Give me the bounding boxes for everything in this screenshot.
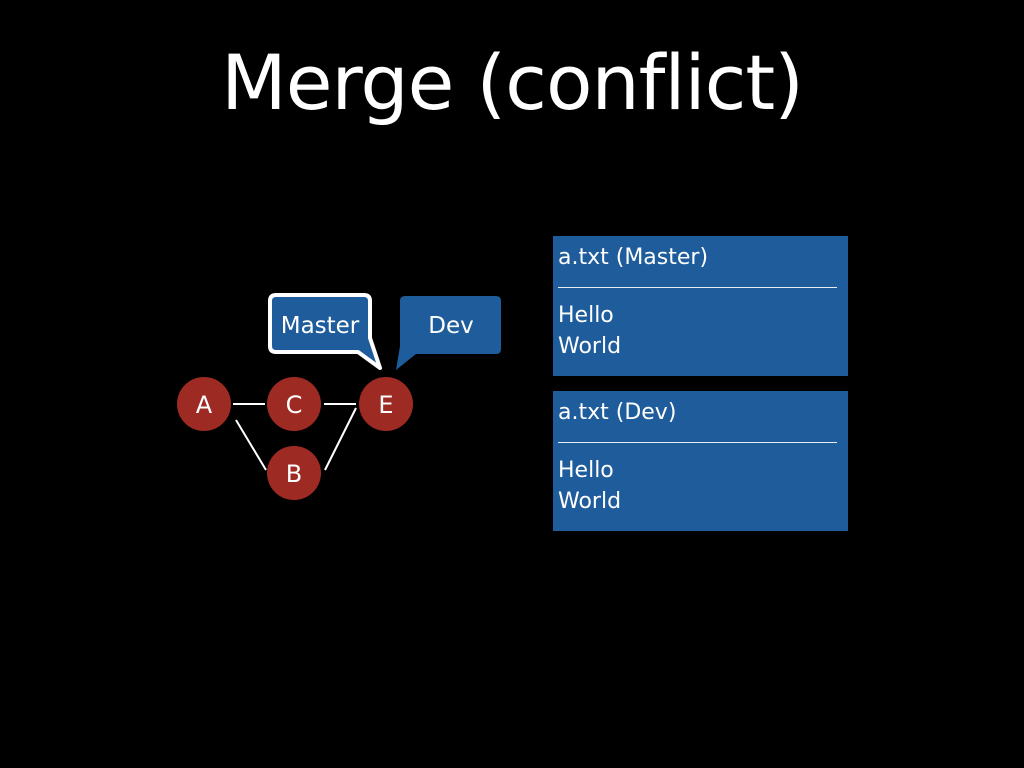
- commit-label-e: E: [378, 391, 393, 419]
- file-line: World: [558, 489, 622, 514]
- commit-label-a: A: [196, 391, 213, 419]
- commit-node-c[interactable]: C: [267, 377, 321, 431]
- file-header-dev: a.txt (Dev): [558, 400, 677, 425]
- file-line: Hello: [558, 303, 614, 328]
- commit-node-a[interactable]: A: [177, 377, 231, 431]
- branch-bubble-dev[interactable]: Dev: [396, 296, 501, 370]
- commit-node-b[interactable]: B: [267, 446, 321, 500]
- branch-label-dev: Dev: [428, 313, 473, 339]
- edge-b-e: [324, 407, 357, 471]
- branch-label-master: Master: [281, 313, 360, 339]
- file-line: World: [558, 334, 622, 359]
- commit-label-c: C: [286, 391, 303, 419]
- file-divider: [558, 287, 837, 288]
- commit-node-e[interactable]: E: [359, 377, 413, 431]
- edge-a-b: [235, 419, 267, 471]
- branch-bubble-master[interactable]: Master: [268, 293, 382, 370]
- file-panel-master: a.txt (Master) Hello World: [553, 236, 848, 376]
- file-header-master: a.txt (Master): [558, 245, 709, 270]
- file-panel-dev: a.txt (Dev) Hello World: [553, 391, 848, 531]
- commit-label-b: B: [286, 460, 302, 488]
- file-line: Hello: [558, 458, 614, 483]
- file-divider: [558, 442, 837, 443]
- slide-title: Merge (conflict): [221, 38, 804, 127]
